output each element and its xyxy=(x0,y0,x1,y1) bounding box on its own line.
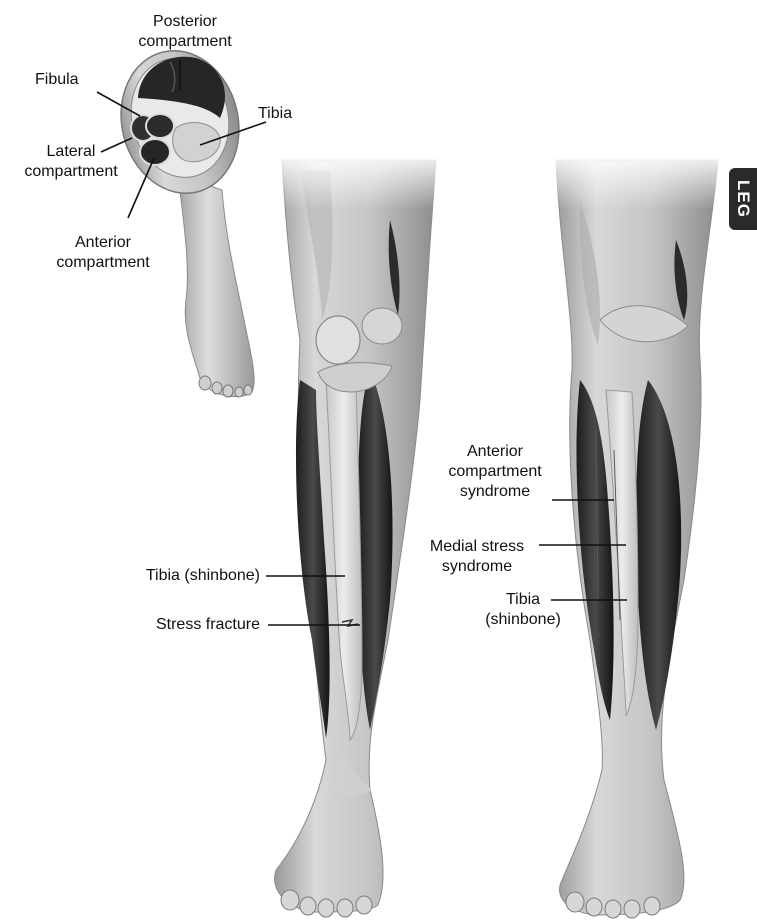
side-leg-illustration xyxy=(539,150,730,918)
label-medial-stress-syndrome: Medial stress syndrome xyxy=(412,537,542,577)
label-side-tibia-line2: (shinbone) xyxy=(478,610,568,630)
anterior-compartment xyxy=(140,139,170,165)
label-acs-line1: Anterior xyxy=(430,442,560,462)
label-stress-fracture: Stress fracture xyxy=(60,615,260,635)
label-posterior-line1: Posterior xyxy=(120,12,250,32)
section-tab: LEG xyxy=(729,168,757,230)
label-lateral-line2: compartment xyxy=(6,162,136,182)
lateral-compartment xyxy=(146,114,174,138)
label-mss-line2: syndrome xyxy=(412,557,542,577)
label-acs-line3: syndrome xyxy=(430,482,560,502)
front-leg-patella xyxy=(316,316,360,364)
label-fibula: Fibula xyxy=(35,70,79,90)
section-tab-label: LEG xyxy=(733,180,753,218)
label-acs-line2: compartment xyxy=(430,462,560,482)
label-posterior-line2: compartment xyxy=(120,32,250,52)
label-lateral-line1: Lateral xyxy=(6,142,136,162)
label-anterior-compartment: Anterior compartment xyxy=(38,233,168,273)
label-anterior-compartment-syndrome: Anterior compartment syndrome xyxy=(430,442,560,502)
inset-foot xyxy=(178,175,254,397)
label-side-tibia: Tibia (shinbone) xyxy=(478,590,568,630)
label-posterior-compartment: Posterior compartment xyxy=(120,12,250,52)
label-front-tibia: Tibia (shinbone) xyxy=(60,566,260,586)
label-tibia-inset: Tibia xyxy=(258,104,292,124)
label-lateral-compartment: Lateral compartment xyxy=(6,142,136,182)
front-leg-illustration xyxy=(266,150,450,917)
label-anterior-line2: compartment xyxy=(38,253,168,273)
label-side-tibia-line1: Tibia xyxy=(478,590,568,610)
label-mss-line1: Medial stress xyxy=(412,537,542,557)
label-anterior-line1: Anterior xyxy=(38,233,168,253)
cross-section-inset xyxy=(97,38,266,397)
